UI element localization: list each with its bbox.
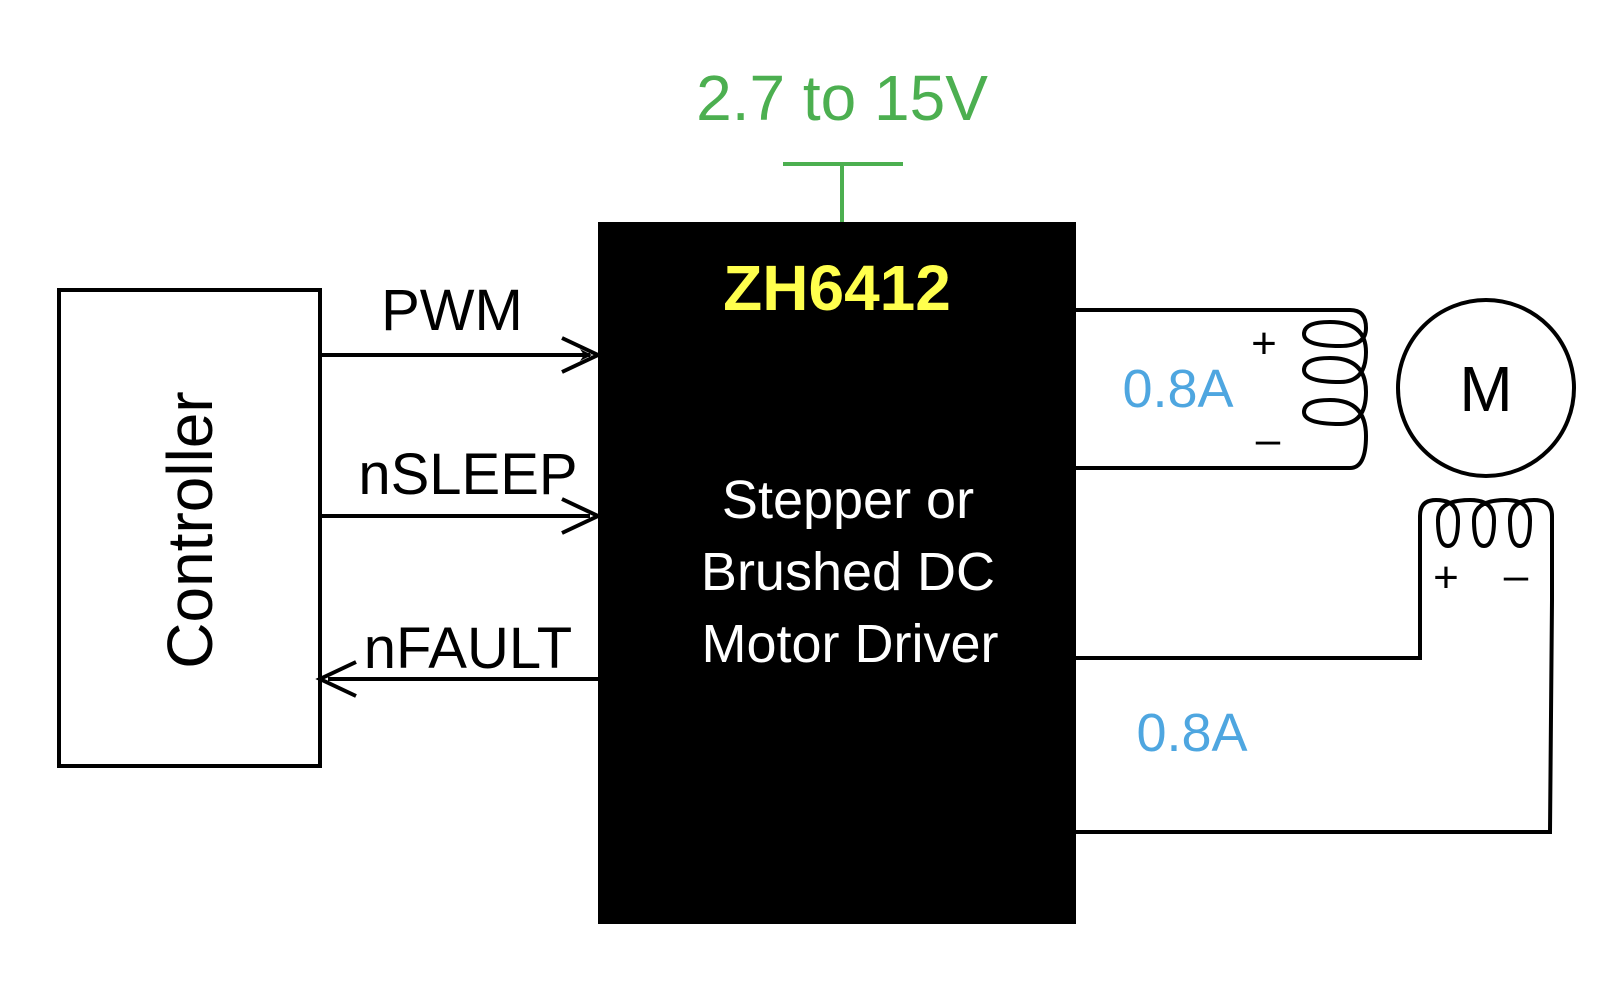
stepper-coil xyxy=(1076,308,1369,470)
stepper-winding: 0.8A + – xyxy=(1076,308,1369,470)
current-label-a: 0.8A xyxy=(1122,359,1233,419)
motor-plus-label: + xyxy=(1433,553,1459,602)
signal-lines: PWM nSLEEP nFAULT xyxy=(315,278,603,698)
winding-minus-label: – xyxy=(1256,415,1281,464)
winding-plus-label: + xyxy=(1251,319,1277,368)
driver-description-line-2: Brushed DC xyxy=(701,542,995,602)
motor-circle xyxy=(1396,298,1576,478)
nfault-label: nFAULT xyxy=(364,616,572,681)
pwm-label: PWM xyxy=(381,278,523,343)
driver-block: ZH6412 Stepper or Brushed DC Motor Drive… xyxy=(598,222,1076,924)
motor-minus-label: – xyxy=(1504,551,1529,600)
motor-label: M xyxy=(1459,353,1512,425)
driver-description-line-3: Motor Driver xyxy=(701,614,998,674)
supply-rail: 2.7 to 15V xyxy=(696,62,988,222)
motor-coil xyxy=(1418,497,1554,600)
controller-block: Controller xyxy=(57,288,322,768)
driver-description-line-1: Stepper or xyxy=(722,470,974,530)
motor-wire-minus xyxy=(1076,599,1554,834)
motor-output-wires: 0.8A xyxy=(1076,599,1554,834)
driver-part-number: ZH6412 xyxy=(723,252,951,324)
supply-voltage-label: 2.7 to 15V xyxy=(696,62,988,134)
nsleep-label: nSLEEP xyxy=(358,442,577,507)
nfault-arrowhead xyxy=(315,660,357,698)
current-label-b: 0.8A xyxy=(1136,703,1247,763)
dc-motor: M + – xyxy=(1396,298,1576,602)
motor-wire-plus xyxy=(1076,600,1422,660)
controller-box xyxy=(57,288,322,768)
controller-label: Controller xyxy=(154,391,226,668)
driver-box xyxy=(598,222,1076,924)
